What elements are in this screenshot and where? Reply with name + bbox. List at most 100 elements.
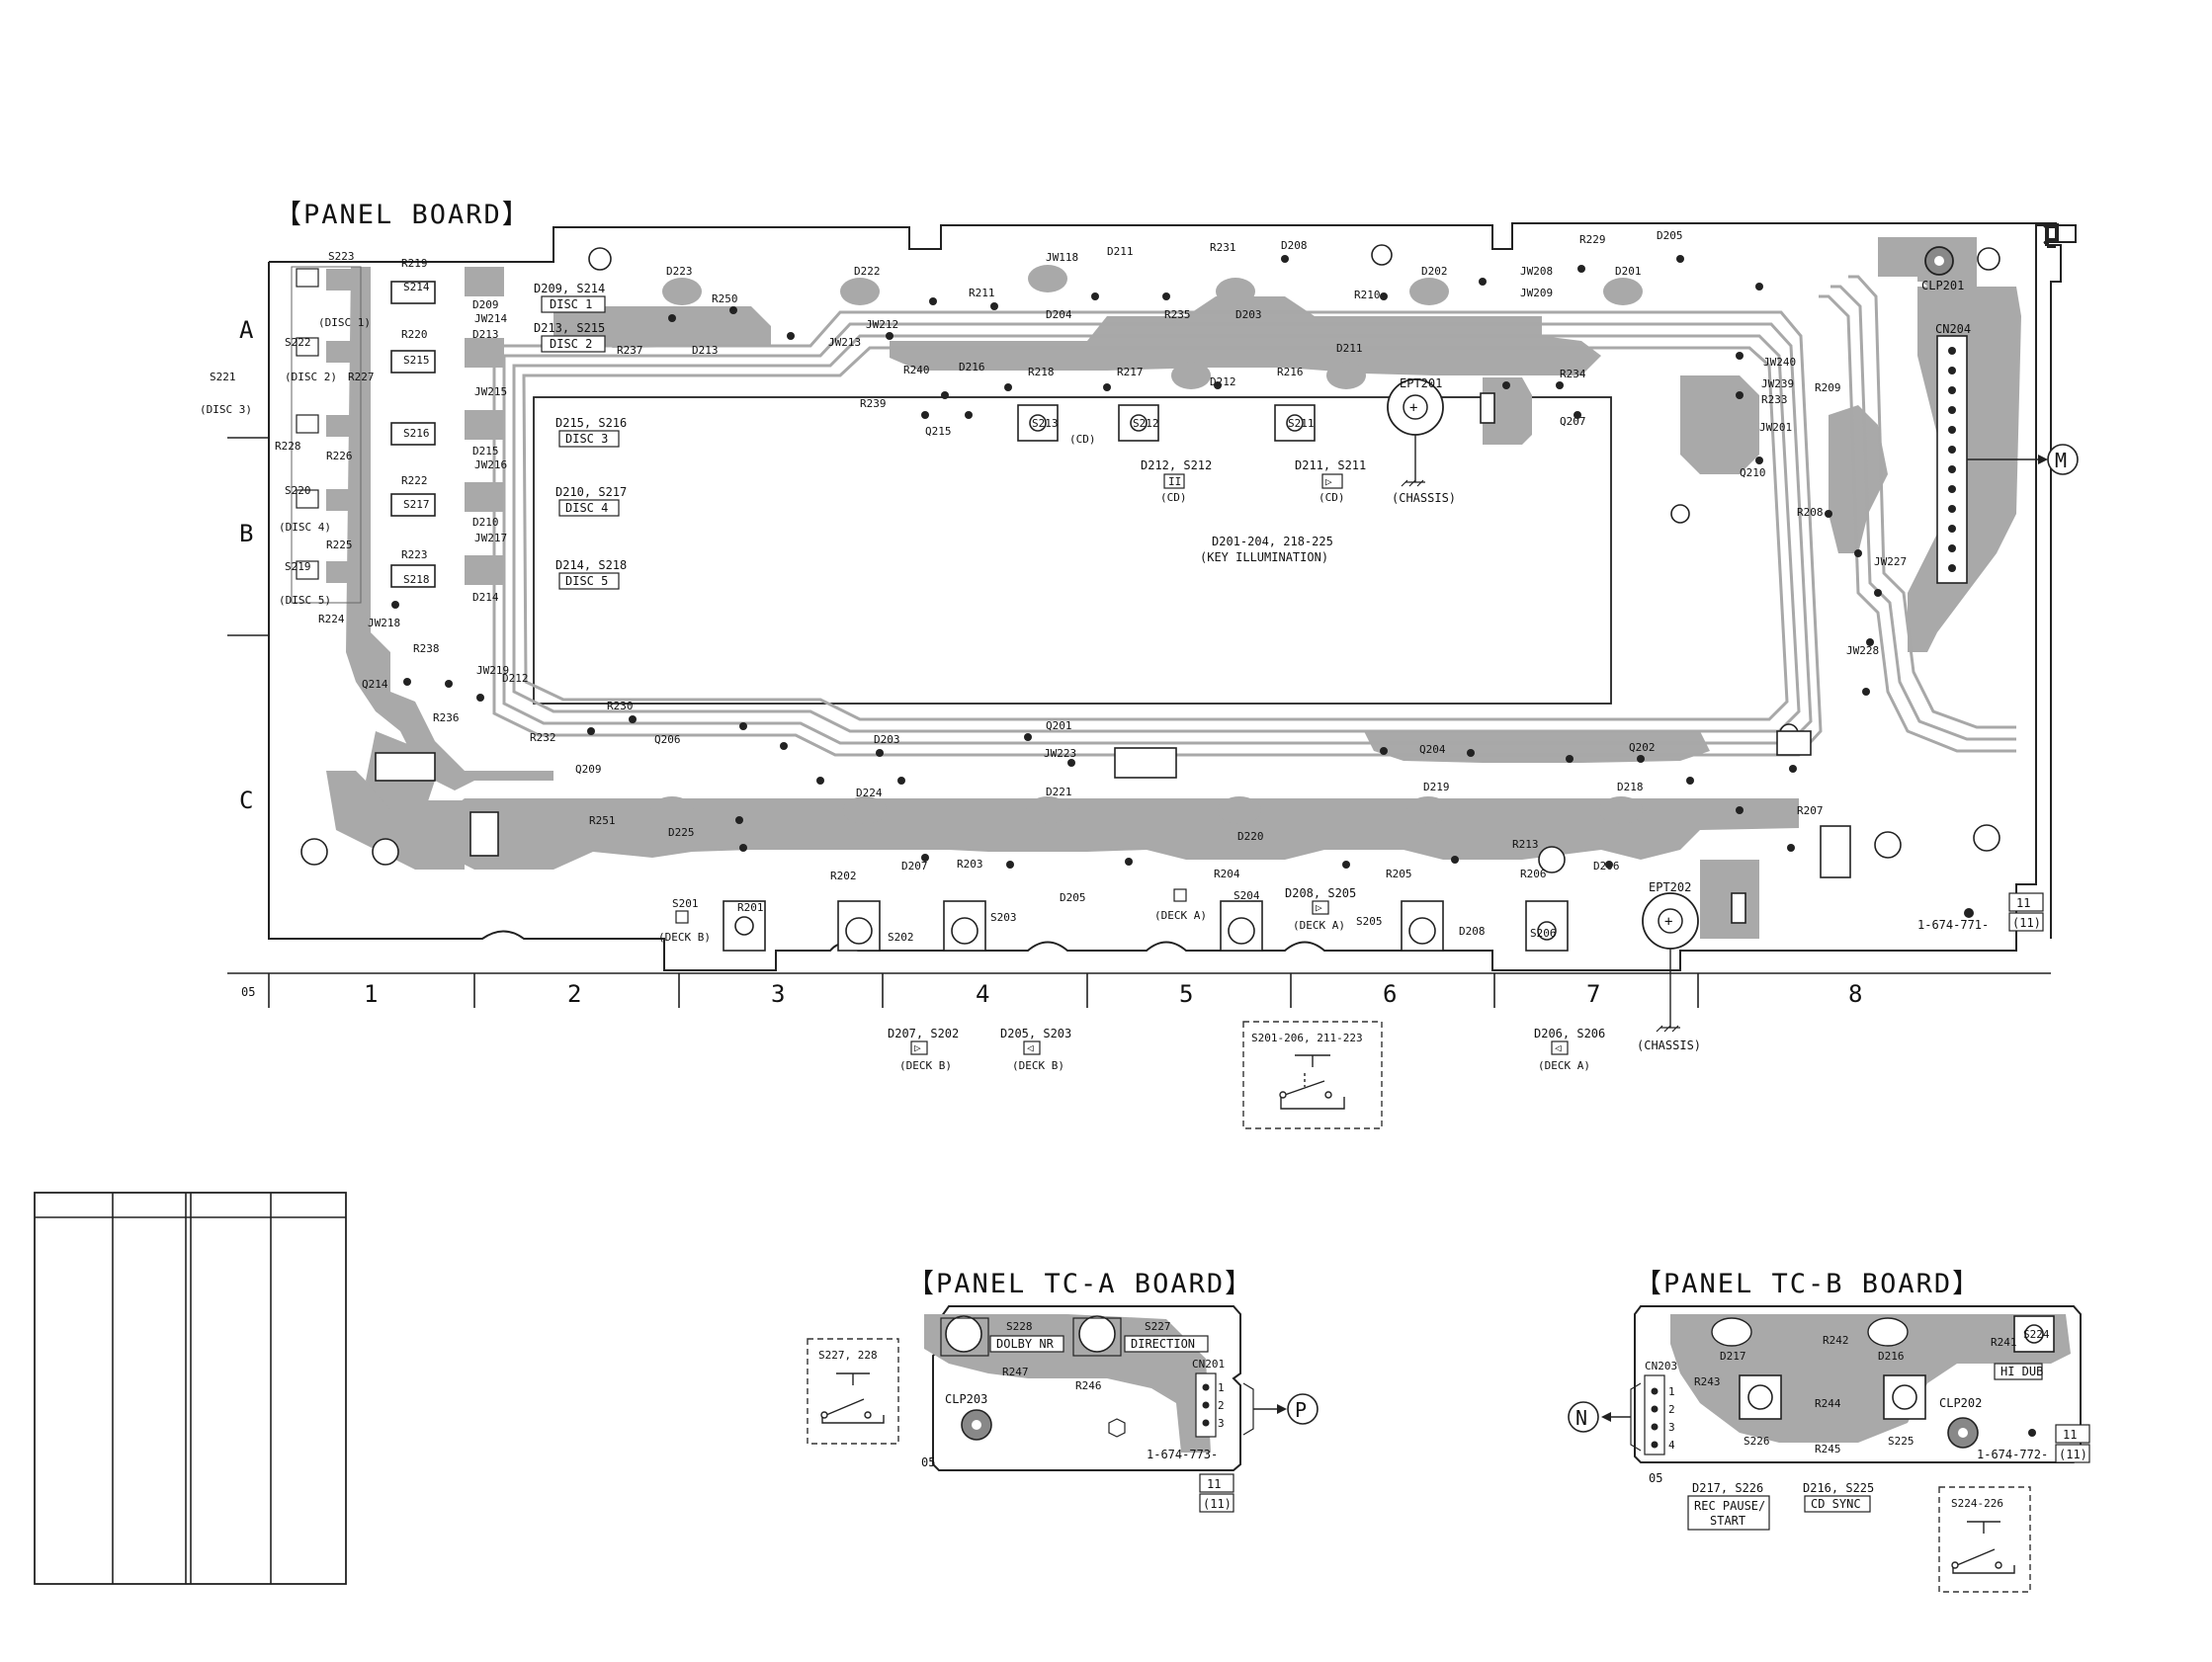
ref-r209: R209 <box>1815 381 1841 394</box>
ref-r231: R231 <box>1210 241 1236 254</box>
label-d209-s214: D209, S214 <box>534 282 605 295</box>
mount-hole-icon <box>1538 846 1566 873</box>
label-chassis-2: (CHASSIS) <box>1637 1039 1701 1052</box>
switch-s212 <box>1118 404 1159 442</box>
label-key-illum-2: (KEY ILLUMINATION) <box>1200 550 1328 564</box>
ref-s216: S216 <box>403 427 430 440</box>
copper-jw-column <box>1829 405 1888 553</box>
hex-hole-icon <box>1108 1418 1126 1438</box>
label-deck-a: (DECK A) <box>1154 909 1207 922</box>
ref-r234: R234 <box>1560 368 1586 380</box>
clp201-hole <box>1934 256 1944 266</box>
ref-r240: R240 <box>903 364 930 376</box>
copper-bottom-right <box>1700 860 1759 939</box>
disc5-box <box>558 572 620 590</box>
ref-jw228: JW228 <box>1846 644 1879 657</box>
label-deck-b-3: (DECK B) <box>1012 1059 1064 1072</box>
ref-r238: R238 <box>413 642 440 655</box>
label-disc5-cap: (DISC 5) <box>279 594 331 607</box>
row-label-c: C <box>239 787 253 814</box>
ref-q214: Q214 <box>362 678 388 691</box>
copper-right-block <box>1680 375 1759 474</box>
pin-3: 3 <box>1218 1417 1225 1430</box>
ref-d221: D221 <box>1046 786 1072 798</box>
connector-p-icon <box>1287 1393 1319 1425</box>
label-deck-a-2: (DECK A) <box>1538 1059 1590 1072</box>
ref-r210: R210 <box>1354 289 1381 301</box>
switch-center <box>951 917 978 945</box>
label-clp202: CLP202 <box>1939 1396 1982 1410</box>
label-s212: S212 <box>1133 417 1159 430</box>
ref-jw240: JW240 <box>1763 356 1796 369</box>
pad <box>2028 1429 2036 1437</box>
led-d220 <box>1218 796 1261 824</box>
led-pad <box>465 482 504 512</box>
tcb-switch-symbol-box <box>1938 1486 2031 1593</box>
tca-switch-s228 <box>945 1315 982 1353</box>
display-window <box>533 396 1612 705</box>
label-s221: S221 <box>210 371 236 383</box>
cutout <box>375 752 436 782</box>
page-ref-box <box>2055 1444 2090 1463</box>
switch-symbol-icon <box>1279 1054 1345 1110</box>
trace-bus-right-2 <box>1830 285 2016 741</box>
label-dolby-nr: DOLBY NR <box>996 1337 1055 1351</box>
switch-center <box>1408 917 1436 945</box>
label-s227-228: S227, 228 <box>818 1349 878 1362</box>
ref-q201: Q201 <box>1046 719 1072 732</box>
tca-switch-frame <box>940 1317 989 1357</box>
ref-jw212b: JW212 <box>866 318 898 331</box>
label-s226: S226 <box>1744 1435 1770 1448</box>
tca-switch-symbol-box <box>807 1338 899 1445</box>
cutout <box>469 811 499 857</box>
connector-n-icon <box>1568 1401 1599 1433</box>
ref-jw216: JW216 <box>474 458 507 471</box>
ref-d205c: D205 <box>1060 891 1086 904</box>
cd-switches <box>1017 404 1316 442</box>
copper-center-mid <box>1364 731 1710 763</box>
label-d217: D217 <box>1720 1350 1746 1363</box>
label-s201: S201 <box>672 897 699 910</box>
rewind-box <box>1023 1040 1041 1055</box>
switch-s217 <box>390 493 436 517</box>
ref-jw239: JW239 <box>1761 377 1794 390</box>
ref-d218: D218 <box>1617 781 1644 793</box>
label-disc-5: DISC 5 <box>565 574 608 588</box>
led-pad <box>465 338 504 368</box>
label-hi-dub: HI DUB <box>2000 1365 2043 1378</box>
switch-body <box>296 414 319 434</box>
ref-d219: D219 <box>1423 781 1450 793</box>
label-clp201: CLP201 <box>1921 279 1964 292</box>
deck-switches <box>723 900 1569 952</box>
ept-tab <box>1731 892 1746 924</box>
play-box <box>910 1040 928 1055</box>
connector-m-label: M <box>2055 449 2067 472</box>
ref-r224: R224 <box>318 613 345 625</box>
ref-r211: R211 <box>969 287 995 299</box>
ref-s214: S214 <box>403 281 430 293</box>
ref-d223: D223 <box>666 265 693 278</box>
panel-tc-a-board: 【PANEL TC-A BOARD】 S228 DOLBY NR S227 DI… <box>807 1269 1319 1513</box>
ref-jw223: JW223 <box>1044 747 1076 760</box>
led-d224 <box>843 796 887 824</box>
label-d216-s225: D216, S225 <box>1803 1481 1874 1495</box>
switch-symbol-box <box>1242 1021 1383 1129</box>
connector-m-icon <box>2047 444 2079 475</box>
connector-n-label: N <box>1575 1406 1587 1430</box>
trace-bus-right <box>1819 294 2016 753</box>
ref-d212c: D212 <box>1210 375 1236 388</box>
ref-r202: R202 <box>830 870 857 882</box>
connector-cn203 <box>1644 1374 1665 1455</box>
ref-jw118: JW118 <box>1046 251 1078 264</box>
switch-s215 <box>390 350 436 374</box>
switch-center <box>1747 1384 1773 1410</box>
ref-d204: D204 <box>1046 308 1072 321</box>
ref-d211b: D211 <box>1336 342 1363 355</box>
label-s224-226: S224-226 <box>1951 1497 2003 1510</box>
ref-r239: R239 <box>860 397 887 410</box>
panel-board-outline-main <box>268 224 2056 971</box>
ref-q202: Q202 <box>1629 741 1656 754</box>
ref-q206: Q206 <box>654 733 681 746</box>
label-tcb-part-no: 1-674-772- <box>1977 1448 2048 1461</box>
label-d207-s202: D207, S202 <box>888 1027 959 1040</box>
